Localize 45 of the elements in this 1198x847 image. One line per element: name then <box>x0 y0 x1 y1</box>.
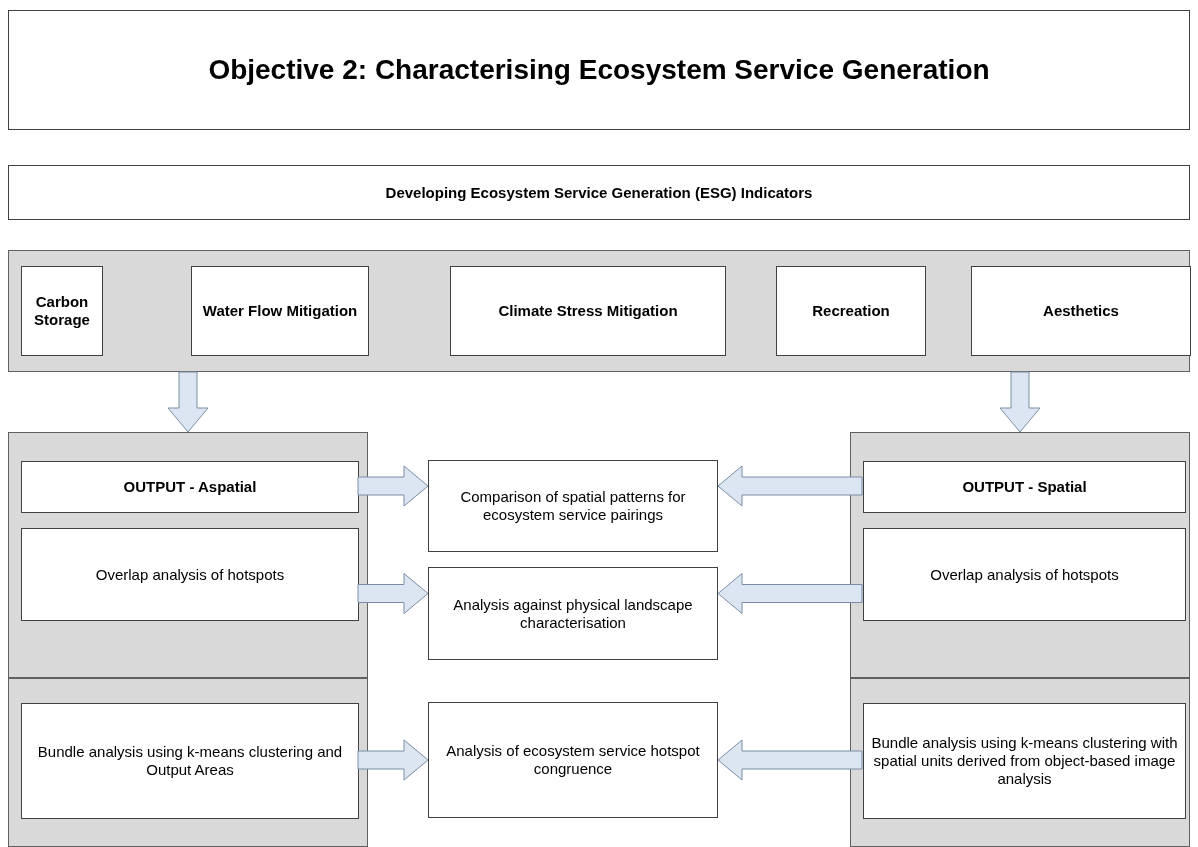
block-arrow <box>357 465 429 507</box>
process-box <box>863 528 1186 621</box>
box-label: OUTPUT - Spatial <box>961 478 1088 496</box>
process-box <box>863 703 1186 819</box>
box-label: Overlap analysis of hotspots <box>929 565 1120 584</box>
box-label: Bundle analysis using k-means clustering with spatial units derived from object-based image analysis <box>870 734 1179 788</box>
group-panel <box>8 678 368 847</box>
box-label: Carbon Storage <box>33 293 91 329</box>
block-arrow <box>167 371 209 433</box>
box-label: Overlap analysis of hotspots <box>94 565 286 584</box>
process-box <box>21 528 359 621</box>
group-panel <box>850 432 1190 678</box>
block-arrow <box>717 739 863 781</box>
process-box <box>971 266 1191 356</box>
box-label: OUTPUT - Aspatial <box>122 478 258 496</box>
process-box <box>21 266 103 356</box>
process-box <box>863 461 1186 513</box>
group-panel <box>850 678 1190 847</box>
process-box <box>428 460 718 552</box>
process-box <box>21 703 359 819</box>
box-label: Aesthetics <box>1042 302 1120 320</box>
title: Objective 2: Characterising Ecosystem Service Generation <box>207 53 991 87</box>
heading: Developing Ecosystem Service Generation (ESG) Indicators <box>384 183 814 202</box>
process-box <box>428 702 718 818</box>
box-label: Analysis of ecosystem service hotspot congruence <box>445 742 701 778</box>
box-label: Water Flow Mitigation <box>201 302 359 320</box>
box-label: Recreation <box>811 302 891 320</box>
block-arrow <box>717 573 863 614</box>
box-label: Analysis against physical landscape characterisation <box>452 595 694 632</box>
box-label: Comparison of spatial patterns for ecosystem service pairings <box>459 488 687 524</box>
heading-box <box>8 165 1190 220</box>
title-box <box>8 10 1190 130</box>
process-box <box>21 461 359 513</box>
process-box <box>776 266 926 356</box>
group-panel <box>8 432 368 678</box>
group-panel <box>8 250 1190 372</box>
block-arrow <box>357 573 429 614</box>
process-box <box>428 567 718 660</box>
box-label: Bundle analysis using k-means clustering and Output Areas <box>36 743 344 779</box>
block-arrow <box>717 465 863 507</box>
process-box <box>191 266 369 356</box>
block-arrow <box>357 739 429 781</box>
process-box <box>450 266 726 356</box>
box-label: Climate Stress Mitigation <box>497 302 679 320</box>
block-arrow <box>999 371 1041 433</box>
